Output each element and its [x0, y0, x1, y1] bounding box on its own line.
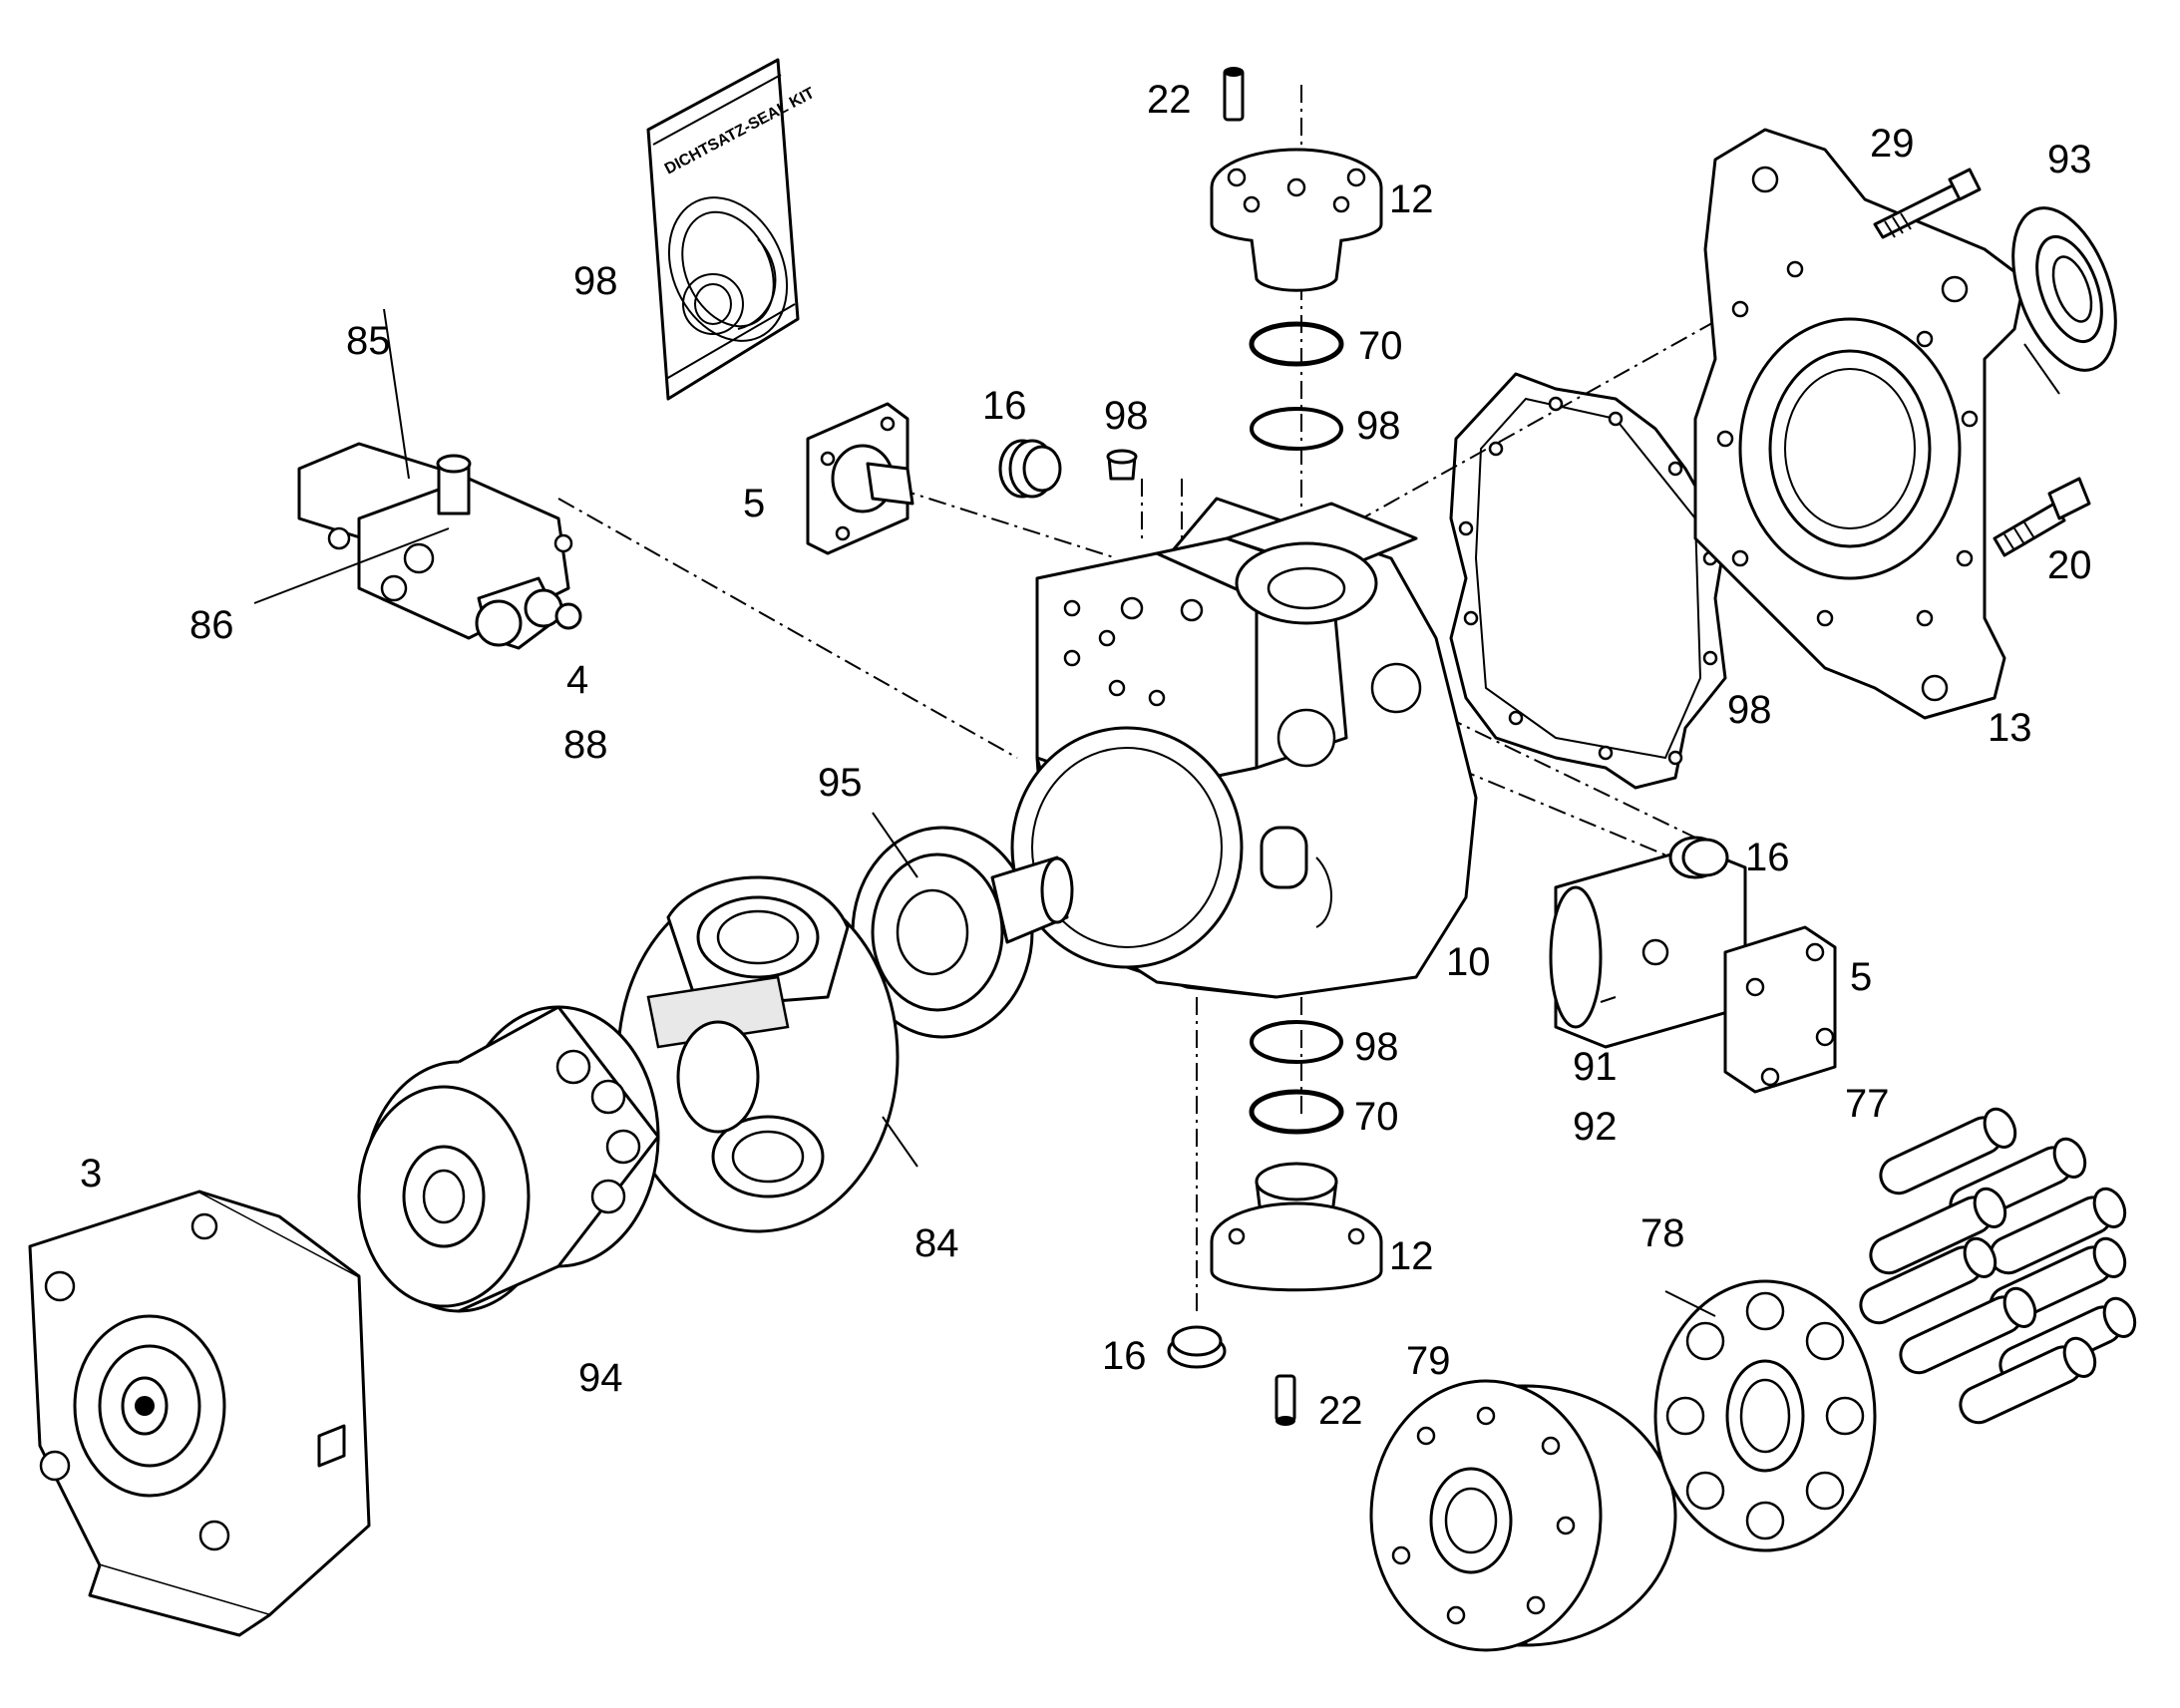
callout-92: 92: [1573, 1105, 1618, 1149]
callout-5-right: 5: [1850, 955, 1872, 999]
callout-78: 78: [1640, 1211, 1685, 1255]
plug-98-top: [1106, 449, 1138, 481]
callout-20: 20: [2047, 543, 2092, 587]
callout-79: 79: [1406, 1339, 1451, 1383]
end-cover: [28, 1190, 371, 1637]
top-cap: [1210, 67, 1383, 292]
callout-16-top: 16: [982, 384, 1027, 428]
plug-16-bottom: [1167, 1325, 1227, 1369]
callout-86: 86: [189, 603, 234, 647]
callout-10: 10: [1446, 940, 1491, 984]
callout-16-bottom: 16: [1102, 1334, 1147, 1378]
callout-4: 4: [566, 658, 588, 702]
callout-84: 84: [914, 1221, 959, 1265]
plug-16-right: [1668, 836, 1729, 879]
callout-16-right: 16: [1745, 836, 1790, 879]
callout-5-left: 5: [743, 482, 765, 525]
shaft-seal: [2011, 206, 2117, 372]
bolt-29: [1873, 168, 1982, 239]
cover-5-left: [806, 402, 914, 555]
callout-70-top: 70: [1358, 324, 1403, 368]
callout-70-bottom: 70: [1354, 1095, 1399, 1139]
callout-3: 3: [80, 1152, 102, 1196]
lower-o-rings: [1249, 1020, 1344, 1135]
callout-98-top: 98: [1356, 404, 1401, 448]
callout-22-bottom: 22: [1318, 1389, 1363, 1433]
bottom-cap: [1210, 1162, 1383, 1426]
seal-kit-bag: DICHTSATZ-SEAL KIT: [646, 58, 818, 401]
callout-85: 85: [346, 319, 391, 363]
callout-12-top: 12: [1389, 177, 1434, 221]
control-valve: [297, 442, 582, 650]
callout-12-bottom: 12: [1389, 1234, 1434, 1278]
callout-13: 13: [1988, 706, 2032, 750]
pistons: [1859, 1107, 2137, 1425]
callout-22-top: 22: [1147, 78, 1192, 122]
callout-91: 91: [1573, 1045, 1618, 1089]
callout-77: 77: [1845, 1082, 1890, 1126]
callout-98-plug: 98: [1104, 394, 1149, 438]
retaining-plate: [1653, 1279, 1877, 1552]
callout-94: 94: [578, 1356, 623, 1400]
callout-98-kit: 98: [573, 259, 618, 303]
callout-93: 93: [2047, 138, 2092, 181]
bolt-20: [1993, 477, 2091, 557]
callout-98-gasket: 98: [1727, 688, 1772, 732]
cylinder-block: [1369, 1379, 1677, 1652]
gasket: [1449, 372, 1727, 790]
callout-88: 88: [563, 723, 608, 767]
callout-29: 29: [1870, 122, 1915, 166]
mounting-flange: [1693, 128, 2026, 720]
drive-shaft-bearing: [851, 826, 1074, 1039]
leader-lines: [253, 308, 2060, 1317]
upper-o-rings: [1249, 321, 1344, 451]
swivel-yoke: [616, 875, 900, 1233]
callout-98-bottom: 98: [1354, 1025, 1399, 1069]
callout-95: 95: [818, 761, 863, 805]
plug-16-top: [998, 439, 1062, 499]
callouts: 22 12 29 93 98 70 98 85 16 98 5 20 86 4 …: [80, 78, 2092, 1433]
main-housing: [1010, 497, 1478, 999]
port-cover-right: [1549, 846, 1837, 1094]
rotary-group: [357, 1005, 660, 1313]
